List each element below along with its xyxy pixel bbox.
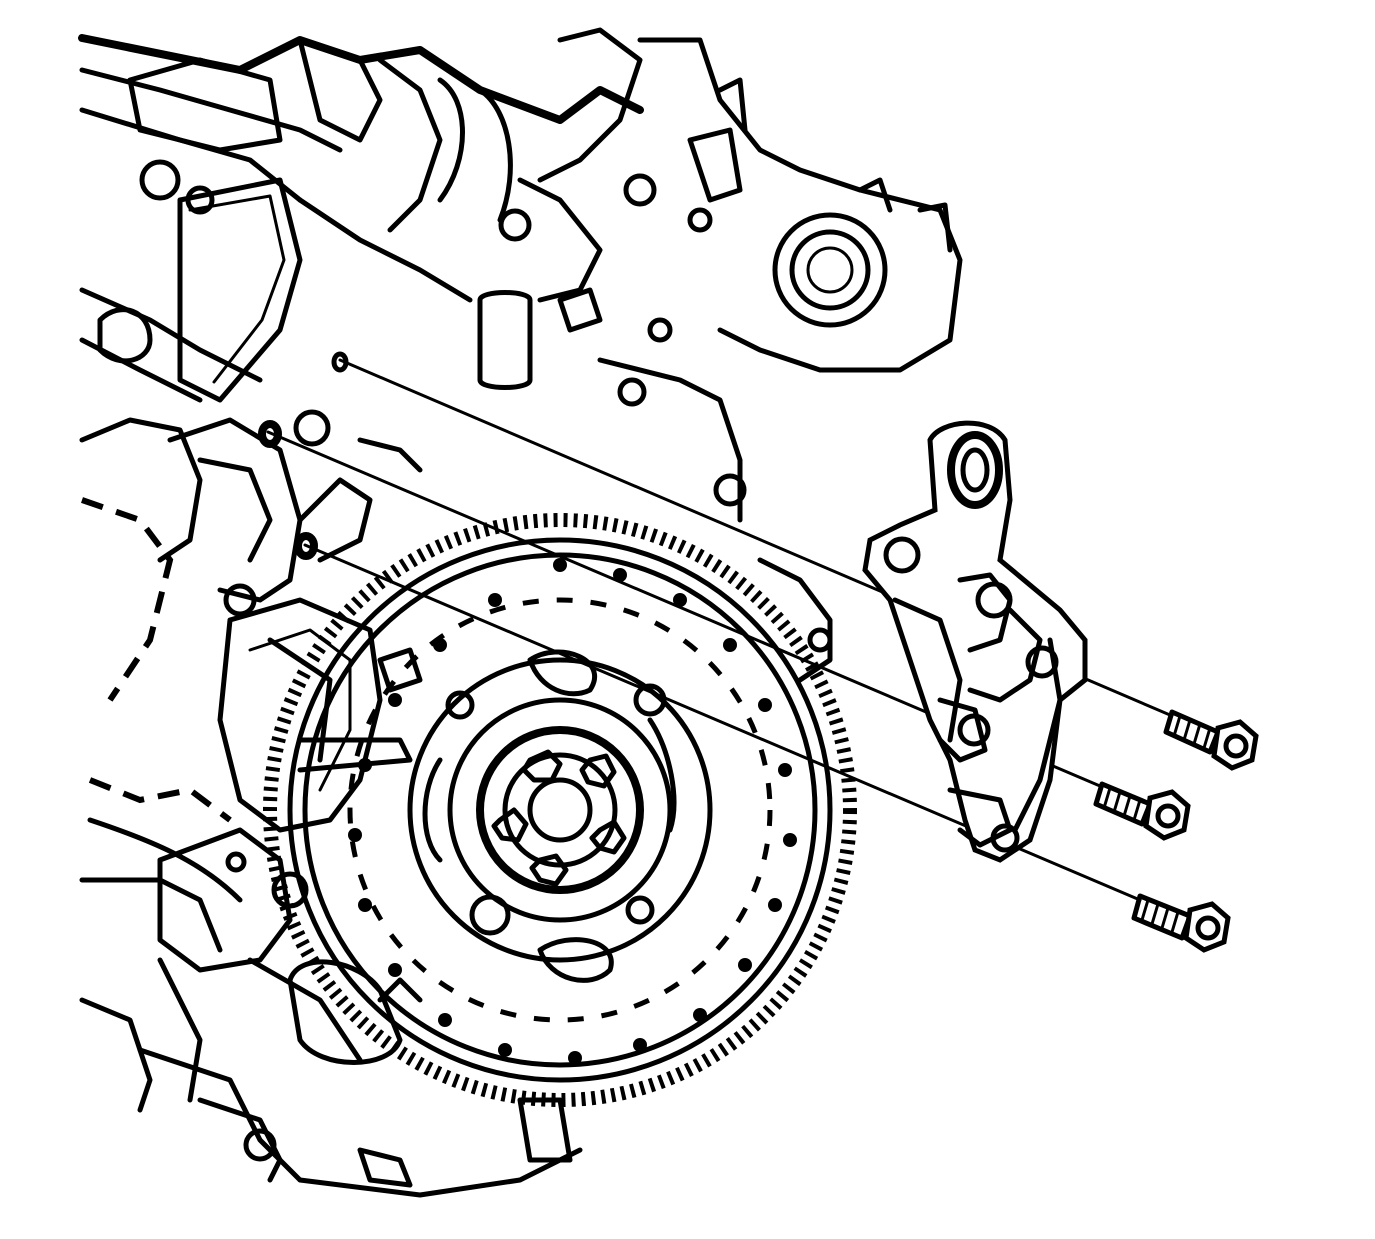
- bracket-bolt-upper: [1163, 709, 1259, 771]
- engine-block: [78, 27, 963, 1198]
- flywheel: [263, 513, 857, 1107]
- bracket-bolt-middle: [1093, 781, 1191, 841]
- flywheel-holes: [348, 558, 797, 1065]
- engine-mount-bracket: [862, 420, 1088, 863]
- bracket-bolt-lower: [1131, 893, 1231, 953]
